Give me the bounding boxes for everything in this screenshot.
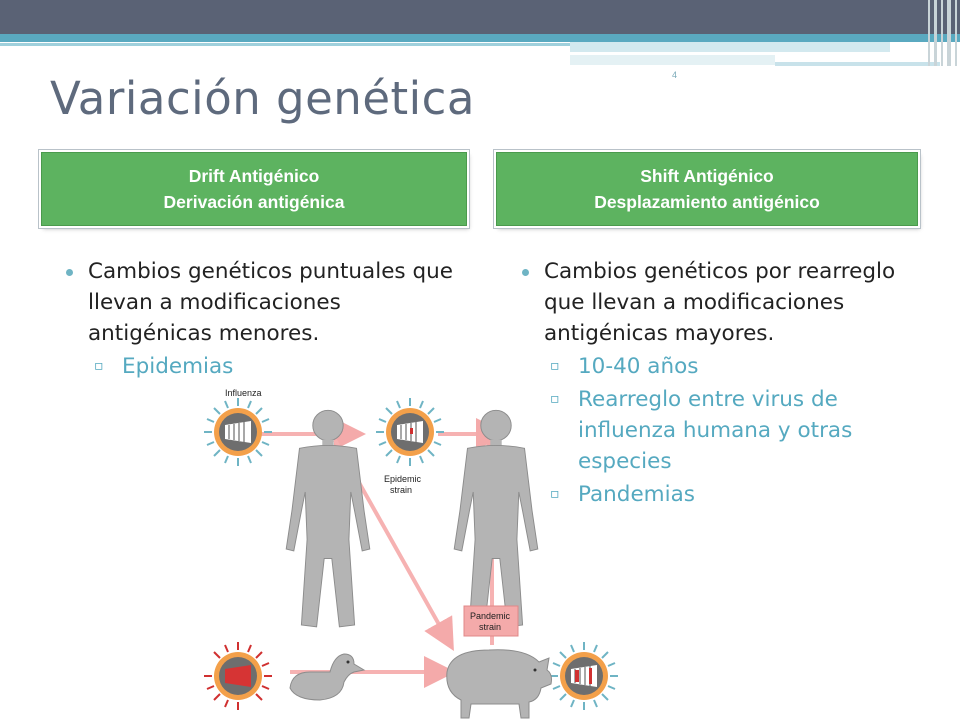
drift-bullet-list: Cambios genéticos puntuales que llevan a… xyxy=(64,256,464,382)
pandemic-strain-box: Pandemic strain xyxy=(463,605,519,637)
header-vertical-bars xyxy=(926,0,960,66)
slide-number: 4 xyxy=(672,70,678,80)
influenza-virus-icon xyxy=(203,397,273,467)
shift-tag-line1: Shift Antigénico xyxy=(640,166,774,186)
page-title: Variación genética xyxy=(50,72,475,125)
avian-virus-icon xyxy=(204,642,272,710)
drift-tag: Drift Antigénico Derivación antigénica xyxy=(41,152,467,226)
pandemic-label-1: Pandemic xyxy=(470,611,511,621)
shift-tag-line2: Desplazamiento antigénico xyxy=(594,192,820,212)
shift-sub-bullet: Pandemias xyxy=(550,479,920,510)
epidemic-label-1: Epidemic xyxy=(384,474,422,484)
drift-tag-line2: Derivación antigénica xyxy=(163,192,345,212)
header-light-bar-3 xyxy=(775,62,940,66)
epidemic-label-2: strain xyxy=(390,485,412,495)
human-figure-icon xyxy=(285,409,371,628)
shift-sub-bullet: 10-40 años xyxy=(550,351,920,382)
header-light-bar-2 xyxy=(570,55,775,65)
shift-tag: Shift Antigénico Desplazamiento antigéni… xyxy=(496,152,918,226)
human-figure-icon xyxy=(453,409,539,628)
header-light-bar xyxy=(570,42,890,52)
pig-icon xyxy=(446,649,552,719)
header-thin-line xyxy=(0,43,570,46)
shift-bullet-list: Cambios genéticos por rearreglo que llev… xyxy=(520,256,920,510)
drift-tag-line1: Drift Antigénico xyxy=(188,166,320,186)
header-band xyxy=(0,0,960,34)
influenza-label: Influenza xyxy=(225,388,262,398)
header-stripe xyxy=(0,34,960,42)
shift-sub-bullet: Rearreglo entre virus de influenza human… xyxy=(550,384,920,477)
antigenic-shift-diagram: Influenza Epidemic strain xyxy=(203,388,619,719)
drift-bullet-main: Cambios genéticos puntuales que llevan a… xyxy=(64,256,464,349)
shift-bullet-main: Cambios genéticos por rearreglo que llev… xyxy=(520,256,920,349)
pandemic-label-2: strain xyxy=(479,622,501,632)
duck-icon xyxy=(289,653,366,701)
epidemic-virus-icon xyxy=(375,397,445,467)
pandemic-virus-icon xyxy=(549,641,619,711)
drift-sub-bullet: Epidemias xyxy=(94,351,464,382)
transmission-arrows xyxy=(256,418,508,688)
